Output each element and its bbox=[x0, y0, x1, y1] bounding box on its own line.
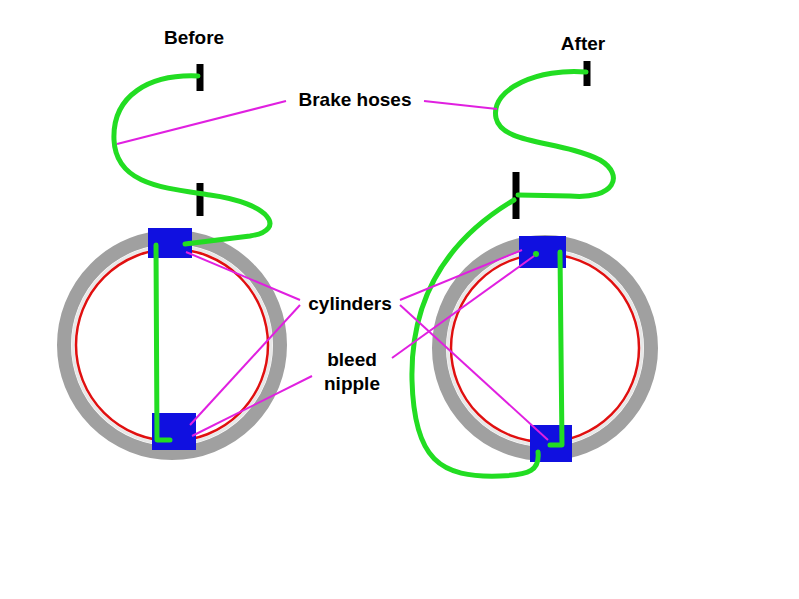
leader-lines bbox=[117, 101, 548, 440]
wheel-after bbox=[439, 242, 651, 454]
part-label: bleed nipple bbox=[312, 348, 392, 396]
panel-heading: Before bbox=[164, 26, 224, 50]
wheel-cylinders bbox=[148, 228, 572, 462]
wheel-before bbox=[64, 237, 280, 453]
part-label: Brake hoses bbox=[298, 88, 411, 112]
panel-heading: After bbox=[561, 32, 605, 56]
part-label: cylinders bbox=[308, 292, 391, 316]
brake-hoses bbox=[114, 71, 613, 476]
